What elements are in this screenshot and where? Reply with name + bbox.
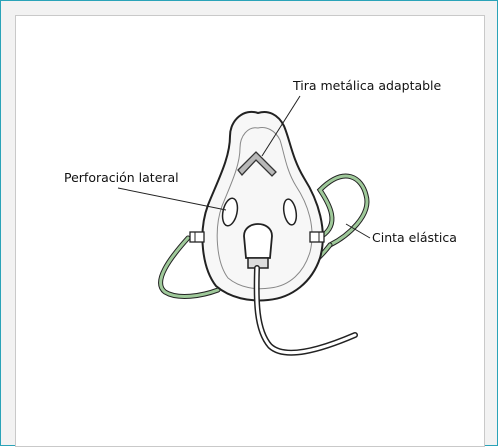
mask-body: [202, 112, 322, 301]
label-elastic-strap: Cinta elástica: [372, 232, 457, 245]
label-side-hole: Perforación lateral: [64, 172, 179, 185]
tube-connector: [244, 224, 272, 258]
label-metal-strip: Tira metálica adaptable: [293, 80, 441, 93]
strap-clip-left: [190, 232, 204, 242]
strap-clip-right: [310, 232, 324, 242]
